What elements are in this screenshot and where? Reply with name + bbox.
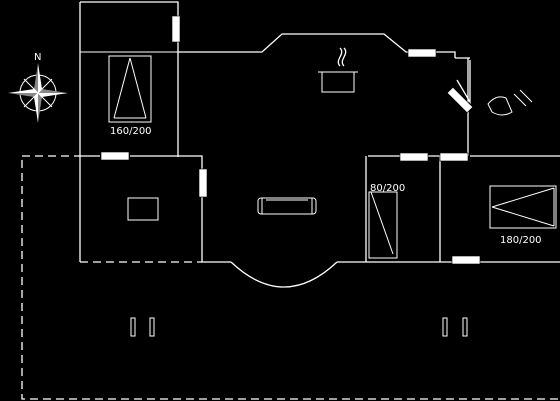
washbasin-icon <box>487 89 533 116</box>
bed-double-east: 180/200 <box>489 185 557 246</box>
window-kitchen <box>407 48 437 58</box>
window-north <box>171 15 181 43</box>
stove-icon <box>127 197 159 221</box>
door-bedroom <box>100 151 130 161</box>
bed-size-label: 80/200 <box>370 183 405 194</box>
window-living <box>198 168 208 198</box>
cooking-pot-icon <box>318 47 358 93</box>
terrace-outline <box>21 155 558 400</box>
bed-size-label: 180/200 <box>500 235 542 246</box>
compass-icon: N <box>8 52 68 123</box>
kitchen-door <box>446 86 474 114</box>
compass-north-label: N <box>34 52 41 63</box>
door-bedroom-3 <box>439 152 469 162</box>
terrace-post-icon <box>130 317 468 337</box>
sofa-icon <box>257 197 317 215</box>
window-east <box>451 255 481 265</box>
bed-double: 160/200 <box>108 55 152 137</box>
bed-size-label: 160/200 <box>110 126 152 137</box>
bed-single: 80/200 <box>368 183 405 259</box>
door-bedroom-2 <box>399 152 429 162</box>
kitchen-corner-wall <box>455 57 471 105</box>
bay-window-wall <box>230 261 338 288</box>
exterior-wall <box>79 1 560 263</box>
